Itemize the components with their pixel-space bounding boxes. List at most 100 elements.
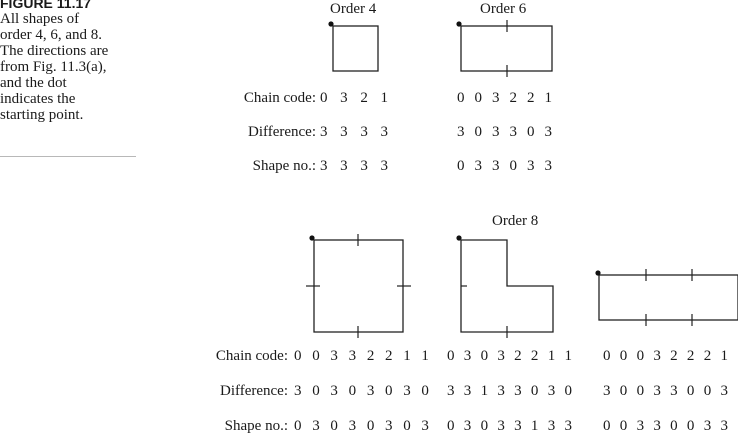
code-digit: 1	[530, 418, 539, 434]
code-digit: 1	[564, 348, 572, 364]
code-digit: 0	[312, 383, 320, 399]
code-digit: 0	[474, 90, 483, 106]
code-digit: 3	[463, 418, 472, 434]
caption-line: and the dot	[0, 75, 67, 91]
order8-b-outline	[460, 239, 554, 333]
code-digit: 3	[547, 383, 556, 399]
order8-shape-a	[306, 234, 411, 338]
code-digit: 3	[447, 383, 455, 399]
code-digit: 0	[312, 348, 320, 364]
order8-c-chain-code: 0 0 0 3 2 2 2 1	[603, 348, 728, 365]
top-chain-code-label: Chain code:	[243, 90, 316, 106]
code-digit: 3	[380, 158, 388, 174]
code-digit: 1	[720, 348, 728, 364]
order8-a-outline	[313, 239, 404, 333]
code-digit: 3	[403, 383, 411, 399]
order4-shape-no: 3 3 3 3	[320, 158, 388, 175]
code-digit: 3	[340, 124, 348, 140]
code-digit: 0	[530, 383, 539, 399]
code-digit: 3	[509, 124, 518, 140]
order6-shape	[456, 20, 553, 77]
order6-start-dot	[456, 21, 462, 27]
code-digit: 3	[360, 124, 368, 140]
code-digit: 0	[619, 418, 628, 434]
code-digit: 1	[547, 348, 556, 364]
code-digit: 3	[330, 348, 338, 364]
code-digit: 0	[330, 418, 338, 434]
code-digit: 3	[720, 418, 728, 434]
code-digit: 3	[514, 418, 522, 434]
order6-title: Order 6	[480, 1, 527, 17]
code-digit: 3	[603, 383, 611, 399]
order4-outline	[332, 25, 379, 72]
code-digit: 0	[527, 124, 535, 140]
code-digit: 3	[380, 124, 388, 140]
code-digit: 3	[653, 348, 661, 364]
order4-shape	[328, 21, 379, 72]
code-digit: 3	[340, 158, 348, 174]
order8-a-chain-code: 0 0 3 3 2 2 1 1	[294, 348, 429, 365]
order6-difference: 3 0 3 3 0 3	[457, 124, 552, 141]
code-digit: 3	[547, 418, 556, 434]
code-digit: 3	[544, 124, 553, 140]
code-digit: 1	[421, 348, 429, 364]
caption-line: from Fig. 11.3(a),	[0, 59, 107, 75]
code-digit: 0	[447, 348, 455, 364]
caption-line: starting point.	[0, 107, 84, 123]
code-digit: 0	[636, 348, 645, 364]
code-digit: 0	[670, 418, 678, 434]
code-digit: 3	[492, 90, 500, 106]
code-digit: 3	[320, 124, 328, 140]
code-digit: 0	[320, 90, 328, 106]
code-digit: 3	[703, 418, 712, 434]
code-digit: 0	[686, 418, 695, 434]
code-digit: 0	[403, 418, 411, 434]
code-digit: 3	[330, 383, 338, 399]
order8-a-start-dot	[309, 235, 315, 241]
code-digit: 3	[527, 158, 535, 174]
code-digit: 0	[603, 418, 611, 434]
code-digit: 2	[514, 348, 522, 364]
code-digit: 3	[421, 418, 429, 434]
order8-a-shape-no: 0 3 0 3 0 3 0 3	[294, 418, 429, 435]
code-digit: 0	[619, 383, 628, 399]
caption-line: All shapes of	[0, 11, 80, 27]
code-digit: 2	[509, 90, 518, 106]
order8-b-shape-no: 0 3 0 3 3 1 3 3	[447, 418, 572, 435]
top-shape-no-label: Shape no.:	[252, 158, 316, 174]
order4-title: Order 4	[330, 1, 377, 17]
code-digit: 3	[463, 383, 472, 399]
caption-line: order 4, 6, and 8.	[0, 27, 103, 43]
code-digit: 3	[653, 418, 661, 434]
code-digit: 2	[686, 348, 695, 364]
code-digit: 3	[312, 418, 320, 434]
code-digit: 0	[366, 418, 375, 434]
code-digit: 1	[403, 348, 411, 364]
code-digit: 0	[457, 158, 465, 174]
order8-b-chain-code: 0 3 0 3 2 2 1 1	[447, 348, 572, 365]
code-digit: 2	[527, 90, 535, 106]
code-digit: 0	[447, 418, 455, 434]
code-digit: 0	[457, 90, 465, 106]
code-digit: 0	[636, 383, 645, 399]
order8-shape-c	[595, 269, 738, 326]
code-digit: 3	[636, 418, 645, 434]
order8-b-start-dot	[456, 235, 462, 241]
code-digit: 0	[294, 348, 302, 364]
code-digit: 3	[385, 418, 393, 434]
code-digit: 0	[619, 348, 628, 364]
code-digit: 3	[348, 348, 357, 364]
code-digit: 2	[670, 348, 678, 364]
code-digit: 3	[492, 158, 500, 174]
order8-a-difference: 3 0 3 0 3 0 3 0	[294, 383, 429, 400]
code-digit: 0	[294, 418, 302, 434]
code-digit: 3	[497, 418, 505, 434]
order8-c-difference: 3 0 0 3 3 0 0 3	[603, 383, 728, 400]
code-digit: 3	[514, 383, 522, 399]
code-digit: 0	[564, 383, 572, 399]
code-digit: 3	[720, 383, 728, 399]
code-digit: 0	[421, 383, 429, 399]
code-digit: 2	[385, 348, 393, 364]
bottom-difference-label: Difference:	[219, 383, 288, 399]
order8-c-start-dot	[595, 270, 601, 276]
